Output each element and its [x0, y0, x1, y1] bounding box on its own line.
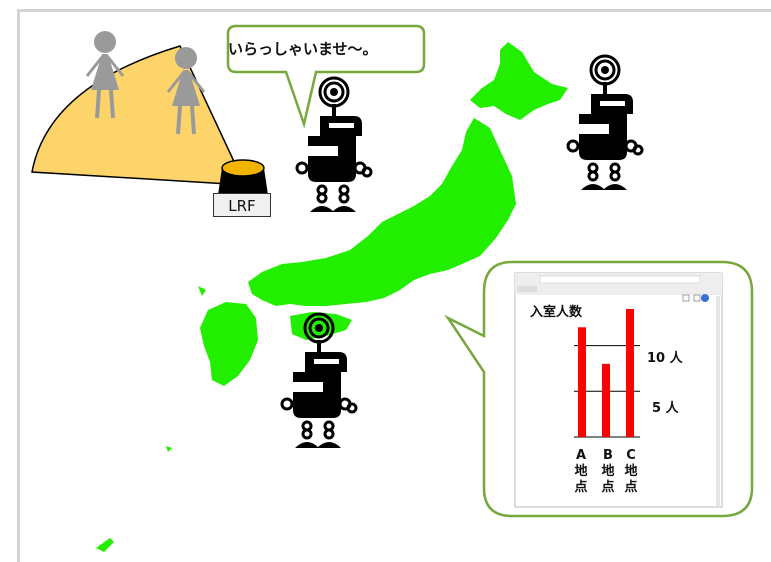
y-tick-label-5: 5 人 [652, 401, 679, 416]
y-tick-label-10: 10 人 [647, 351, 683, 366]
laser-range-finder-icon [218, 159, 268, 195]
category-label-c: C地点 [624, 448, 638, 495]
chart-title: 入室人数 [530, 305, 583, 320]
bar-B地点 [602, 363, 610, 437]
bar-C地点 [626, 309, 634, 437]
lrf-label: LRF [213, 193, 271, 217]
greeting-text: いらっしゃいませ～。 [228, 40, 378, 58]
canvas-frame [17, 9, 771, 562]
greeting-speech-bubble [226, 24, 426, 129]
category-label-a: A地点 [574, 448, 588, 495]
robot-icon [566, 54, 644, 192]
browser-window [514, 272, 723, 508]
bar-A地点 [578, 327, 586, 437]
lrf-sensing-area [31, 45, 247, 186]
bar-chart [574, 309, 640, 438]
category-label-b: B地点 [601, 448, 615, 495]
